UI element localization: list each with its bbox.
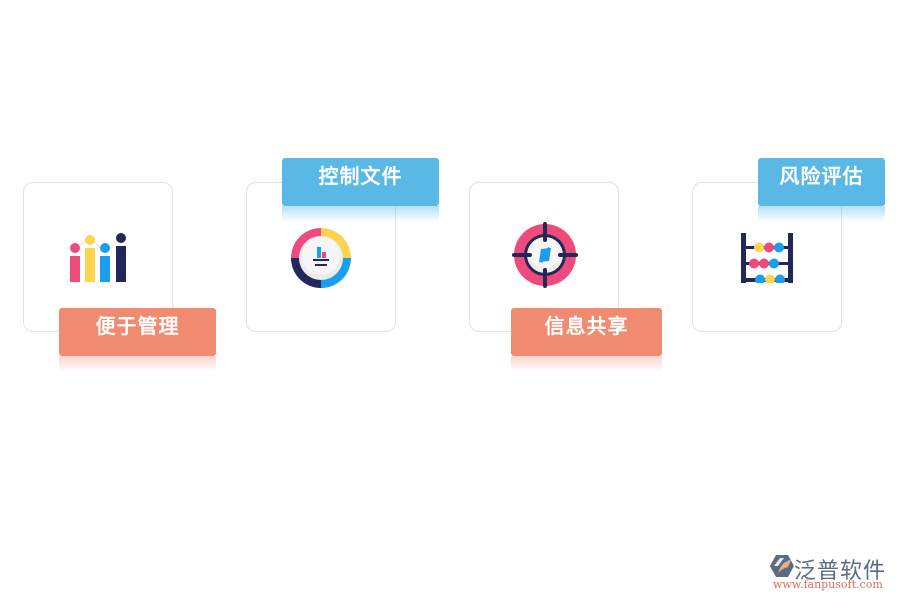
abacus-icon — [741, 233, 793, 283]
gauge-ring-icon — [291, 228, 351, 288]
brand-name: 泛普软件 — [794, 559, 887, 584]
brand-url: www.fanpusoft.com — [773, 578, 883, 591]
feature-tag-management: 便于管理 — [59, 308, 216, 356]
feature-label: 信息共享 — [544, 314, 629, 338]
feature-card-management — [23, 182, 173, 332]
tag-reflection — [511, 356, 662, 372]
tag-reflection — [59, 356, 216, 372]
feature-label: 控制文件 — [318, 164, 403, 188]
crosshair-target-icon — [512, 222, 578, 288]
feature-tag-control-files: 控制文件 — [282, 158, 439, 206]
brand-watermark: 泛普软件 www.fanpusoft.com — [770, 553, 895, 593]
feature-label: 便于管理 — [95, 314, 180, 338]
brand-logo-icon — [770, 555, 794, 577]
bar-chart-icon — [70, 233, 126, 282]
tag-reflection — [758, 206, 885, 222]
feature-tag-risk-assessment: 风险评估 — [758, 158, 885, 206]
feature-label: 风险评估 — [779, 164, 864, 188]
feature-tag-info-sharing: 信息共享 — [511, 308, 662, 356]
tag-reflection — [282, 206, 439, 222]
